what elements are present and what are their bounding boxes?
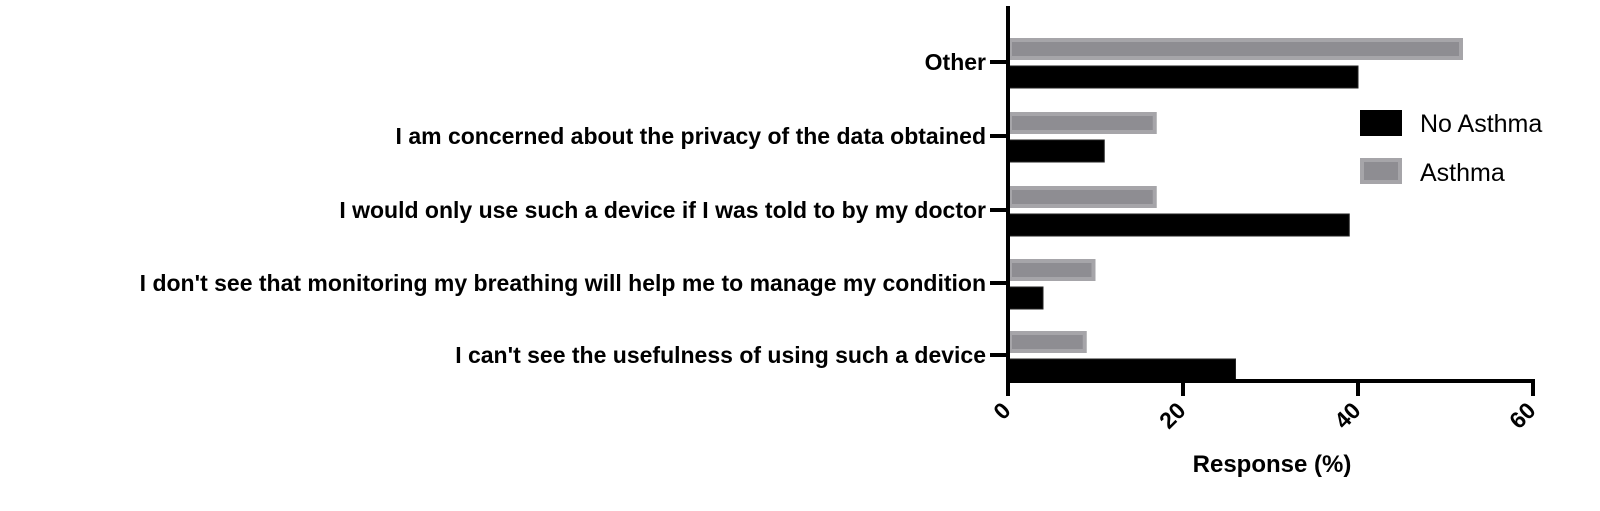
legend-label-asthma: Asthma (1420, 159, 1505, 187)
bar-no-asthma (1007, 139, 1105, 163)
bar-asthma (1008, 112, 1157, 134)
bar-no-asthma (1007, 213, 1350, 237)
x-tick-label: 20 (1154, 397, 1190, 433)
category-label: I don't see that monitoring my breathing… (140, 270, 986, 296)
legend: No Asthma Asthma (1360, 110, 1542, 187)
legend-swatch-asthma (1360, 158, 1402, 184)
category-label: I would only use such a device if I was … (339, 197, 986, 223)
legend-swatch-no-asthma (1360, 110, 1402, 136)
bar-no-asthma (1007, 65, 1359, 89)
x-axis-label: Response (%) (1193, 451, 1352, 478)
legend-label-no-asthma: No Asthma (1420, 110, 1542, 138)
bar-asthma (1008, 331, 1087, 353)
bar-asthma (1008, 259, 1096, 281)
bar-asthma (1008, 38, 1463, 60)
category-label: Other (925, 49, 986, 75)
category-label: I am concerned about the privacy of the … (396, 123, 986, 149)
x-tick-label: 0 (988, 397, 1015, 424)
bar-no-asthma (1007, 358, 1236, 382)
x-tick-label: 60 (1504, 397, 1540, 433)
bar-no-asthma (1007, 286, 1044, 310)
category-label: I can't see the usefulness of using such… (455, 342, 986, 368)
x-tick-label: 40 (1329, 397, 1365, 433)
bar-asthma (1008, 186, 1157, 208)
